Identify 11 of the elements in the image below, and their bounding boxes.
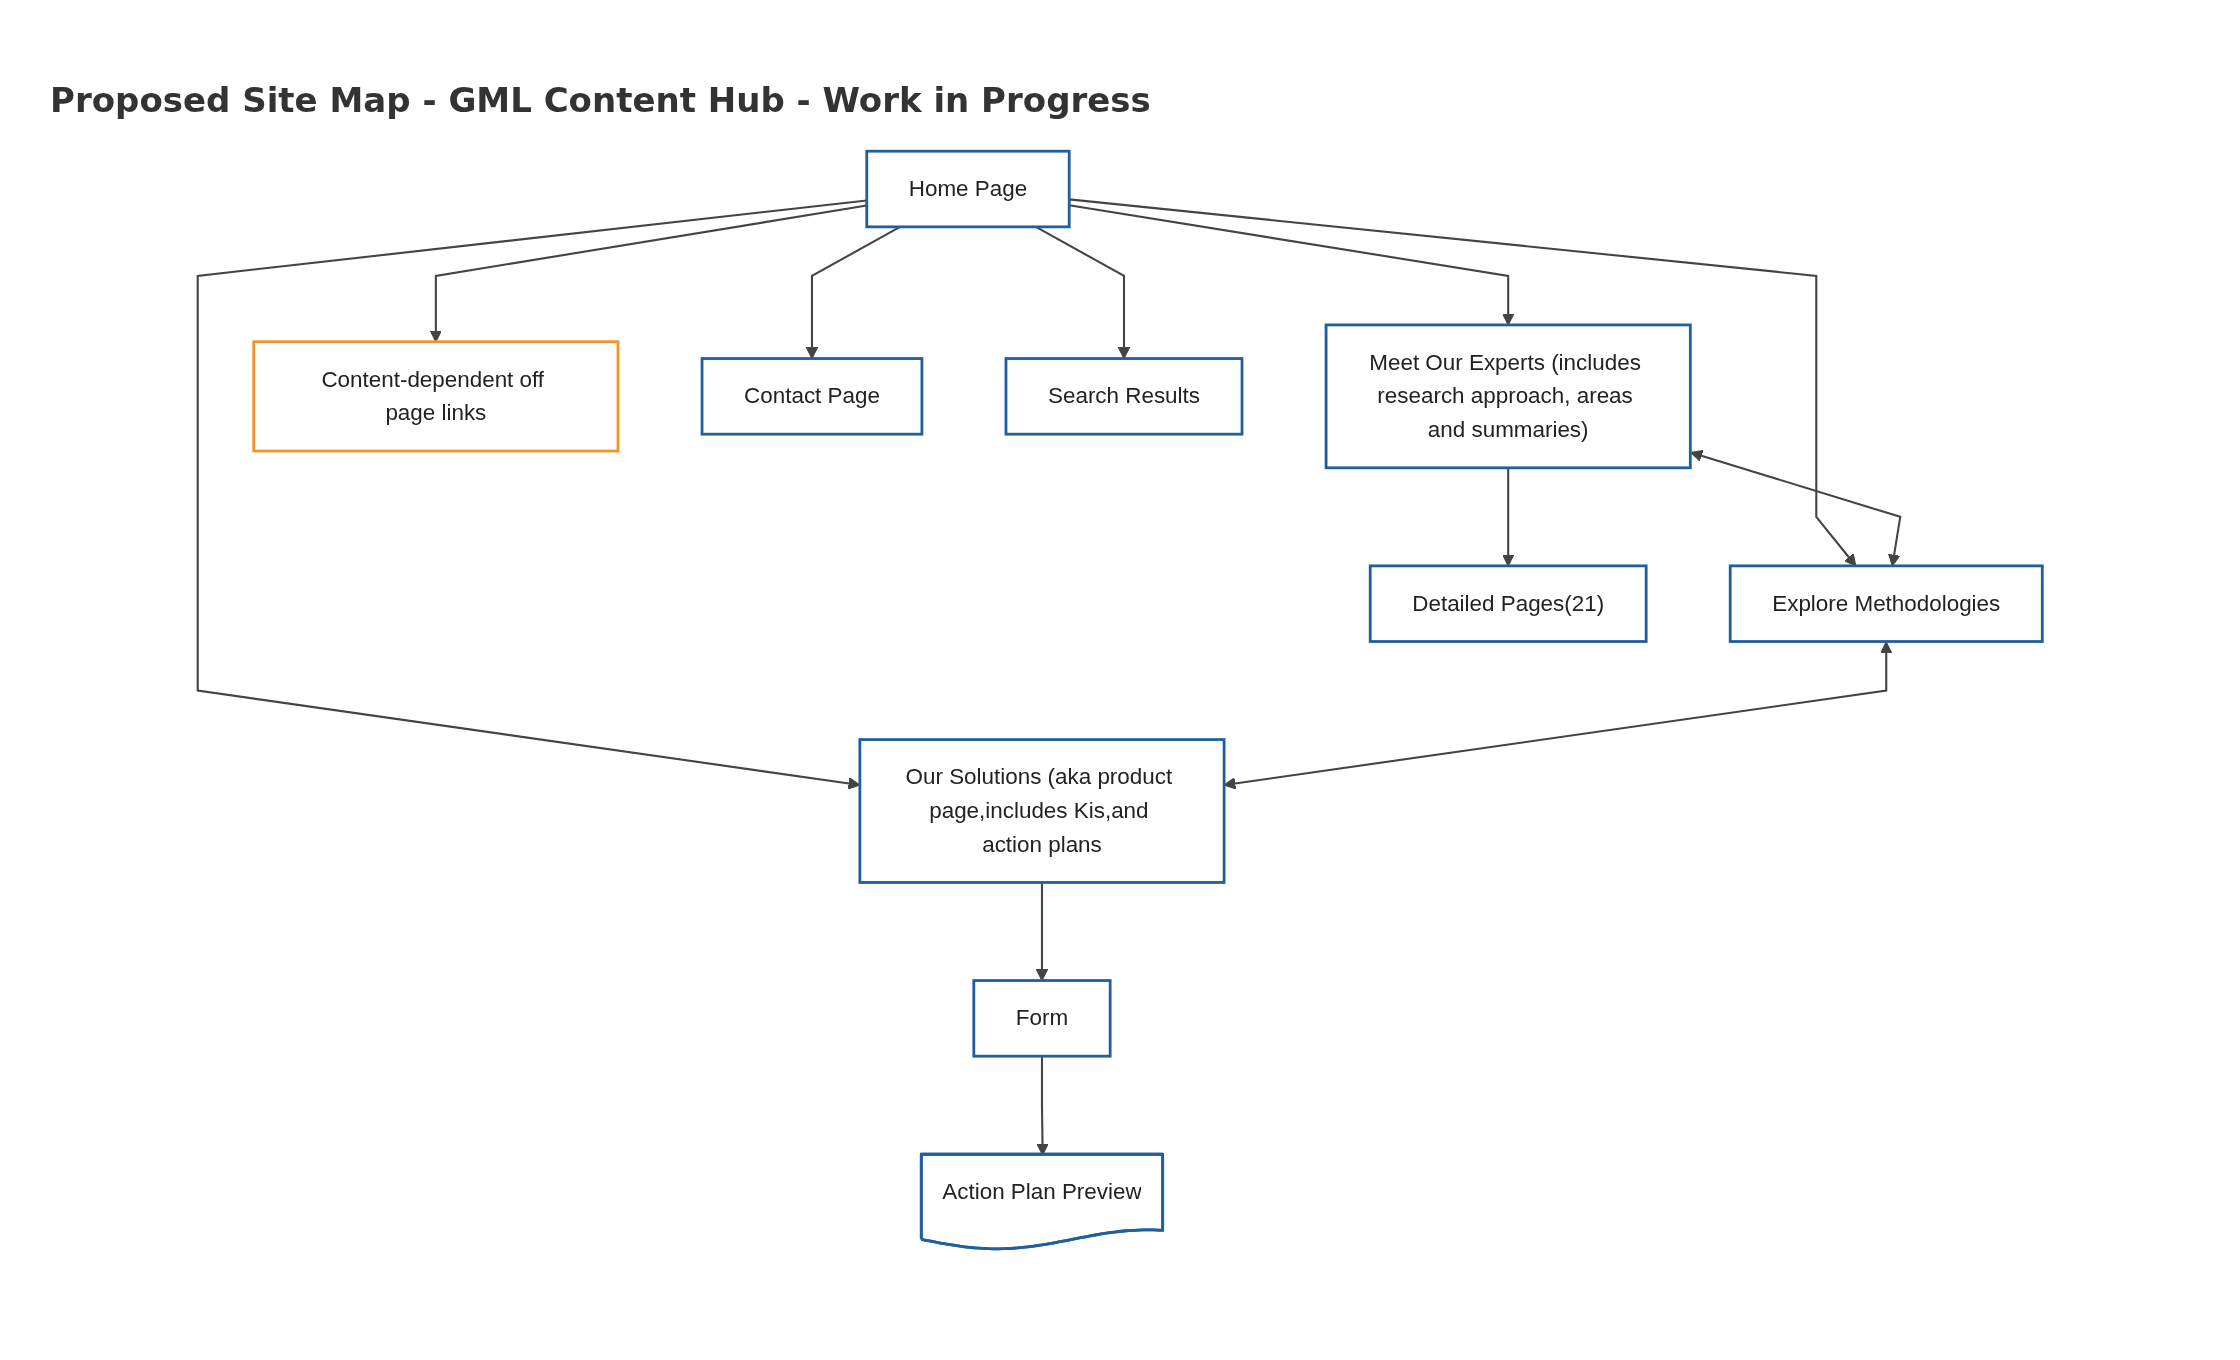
- node-box: Content-dependent off page links: [252, 340, 620, 453]
- node-box: Home Page: [865, 149, 1071, 229]
- arrow: [196, 199, 867, 790]
- node-box: Search Results: [1004, 357, 1244, 436]
- node-box: Explore Methodologies: [1728, 564, 2044, 643]
- diagram-title: Proposed Site Map - GML Content Hub - Work in Progress: [50, 80, 1152, 120]
- node-box: Our Solutions (aka product page,includes Kis,and action plans: [858, 738, 1226, 884]
- node-box: Contact Page: [700, 357, 924, 436]
- node-box: Meet Our Experts (includes research approach, areas and summaries): [1324, 323, 1692, 470]
- node-box: Form: [972, 979, 1112, 1058]
- node-box: Detailed Pages(21): [1368, 564, 1648, 643]
